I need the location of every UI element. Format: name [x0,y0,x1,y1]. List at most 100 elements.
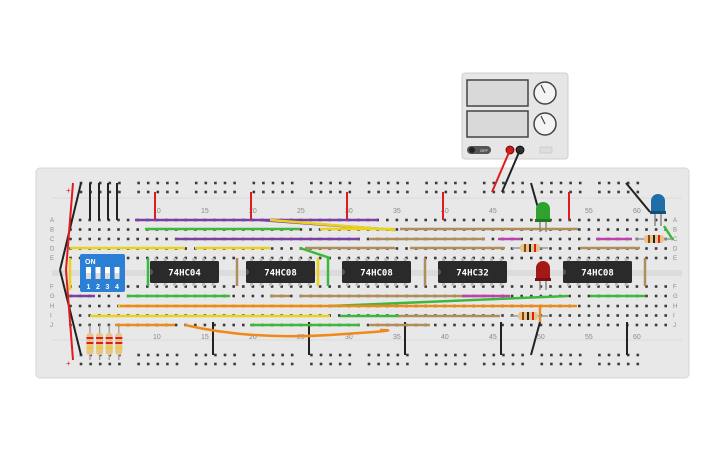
wire[interactable] [59,269,82,356]
rail-hole [396,181,400,185]
rail-hole [492,190,496,194]
wire[interactable] [662,225,675,241]
resistor[interactable] [636,235,672,243]
rail-hole [540,190,544,194]
resistor[interactable] [512,244,548,252]
hole [654,228,658,231]
wire[interactable] [530,321,541,356]
rail-hole [550,190,553,194]
rail-hole [482,353,486,357]
hole [88,314,91,317]
psu-display-voltage [466,79,529,107]
rail-hole [137,190,140,194]
hole [107,304,111,308]
rail-hole [598,181,601,185]
resistor[interactable] [115,325,123,360]
hole [654,294,658,298]
hole [424,285,427,288]
column-number: 50 [537,334,545,341]
wire[interactable] [501,149,521,193]
rail-hole [386,181,390,185]
rail-hole [175,190,179,194]
rail-hole [511,181,515,185]
hole [578,228,581,231]
hole [126,237,130,241]
hole [462,218,466,222]
column-number: 20 [249,208,257,215]
hole [606,285,610,288]
hole [434,285,437,288]
hole [424,218,427,222]
ic-chip[interactable]: 74HC04 [150,258,219,286]
rail-hole [156,362,160,366]
rail-hole [194,362,198,366]
hole [491,323,495,327]
hole [453,285,456,288]
rail-hole [463,181,467,185]
rail-hole [569,190,572,194]
ic-chip[interactable]: 74HC08 [342,258,411,286]
resistor[interactable] [96,325,104,360]
hole [578,237,581,241]
hole [69,304,72,308]
wire[interactable] [491,149,511,193]
hole [126,228,130,231]
row-letter: F [50,285,54,291]
wire[interactable] [184,323,390,338]
wire[interactable] [65,182,74,271]
hole [242,285,245,288]
hole [482,323,485,327]
rail-hole [434,353,438,357]
hole [290,247,293,250]
green-led[interactable] [535,202,551,232]
hole [213,285,216,288]
rail-hole [194,353,198,357]
hole [309,228,312,231]
wire[interactable] [329,294,569,308]
dip-switch-on-label: ON [85,259,96,266]
hole [338,314,341,317]
hole [606,218,610,222]
ic-chip[interactable]: 74HC08 [563,258,632,286]
rail-hole [598,190,601,194]
hole [242,256,245,260]
rail-hole [252,190,256,194]
hole [597,285,600,288]
blue-led[interactable] [650,194,666,226]
column-number: 40 [441,334,449,341]
rail-hole [156,181,160,185]
wire[interactable] [299,246,331,260]
rail-hole [137,181,140,185]
rail-hole [98,181,102,185]
wire[interactable] [65,269,74,361]
hole [222,323,226,327]
hole [434,256,437,260]
resistor[interactable] [105,325,113,360]
hole [578,314,581,317]
rail-hole [617,181,620,185]
hole [568,294,571,298]
red-led[interactable] [535,261,551,290]
rail-hole [214,190,217,194]
rail-hole [434,181,438,185]
hole [338,285,341,288]
row-letter: E [50,256,54,262]
rail-hole [607,362,611,366]
power-supply[interactable]: OFF [461,72,569,160]
rail-hole [223,181,227,185]
resistor[interactable] [86,325,94,360]
rail-hole [223,190,227,194]
wire[interactable] [625,182,651,213]
resistor[interactable] [510,312,548,320]
rail-hole [569,353,572,357]
rail-hole [578,181,582,185]
rail-hole [348,362,352,366]
rail-hole [310,190,313,194]
hole [654,314,658,317]
rail-hole [329,362,332,366]
hole [578,285,581,288]
column-number: 20 [249,334,257,341]
ic-chip[interactable]: 74HC08 [246,258,315,286]
ic-chip[interactable]: 74HC32 [438,258,507,286]
